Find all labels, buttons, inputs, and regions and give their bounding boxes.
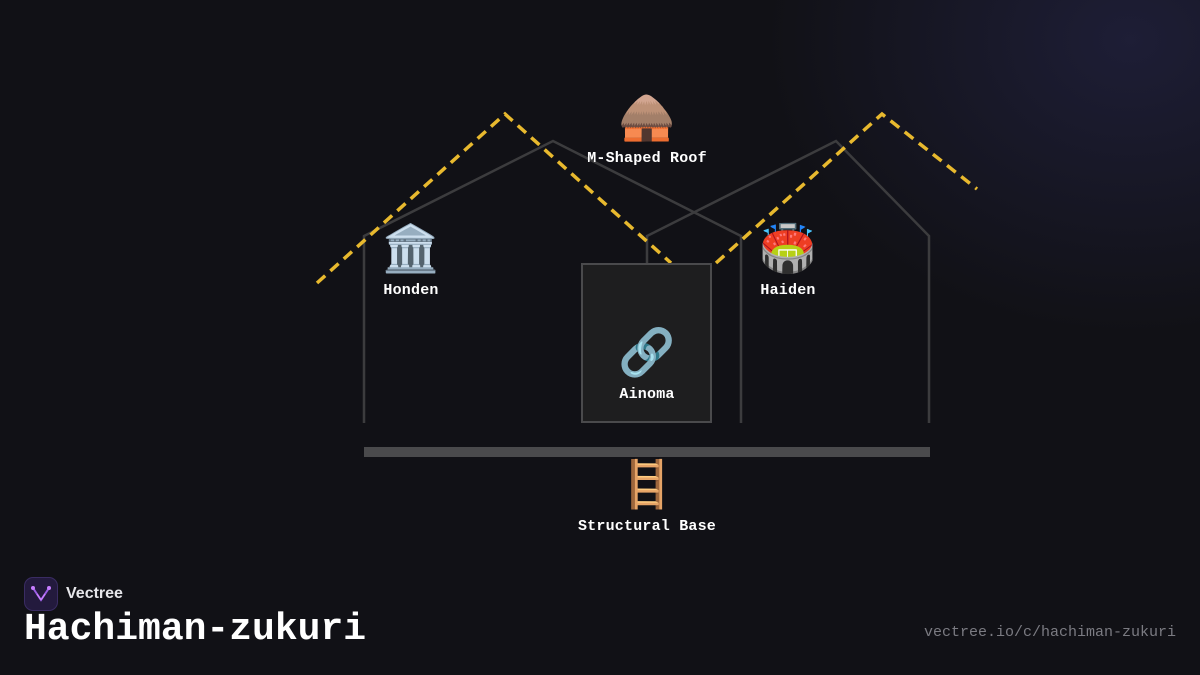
honden-outline — [362, 139, 743, 423]
link-icon: 🔗 — [618, 325, 676, 379]
honden-label: Honden — [383, 282, 439, 299]
m-roof-line-right — [714, 111, 979, 265]
base-slab — [364, 447, 930, 457]
haiden-node[interactable]: 🏟️ Haiden — [688, 222, 888, 299]
brand[interactable]: Vectree — [24, 577, 123, 611]
base-node[interactable]: 🪜 Structural Base — [547, 458, 747, 535]
honden-node[interactable]: 🏛️ Honden — [311, 222, 511, 299]
stadium-icon: 🏟️ — [759, 221, 817, 275]
classical-building-icon: 🏛️ — [382, 221, 440, 275]
source-url[interactable]: vectree.io/c/hachiman-zukuri — [923, 624, 1176, 641]
hut-icon: 🛖 — [618, 89, 676, 143]
roof-label: M-Shaped Roof — [587, 150, 707, 167]
brand-name: Vectree — [66, 585, 123, 602]
ainoma-node[interactable]: 🔗 Ainoma — [547, 326, 747, 403]
roof-node[interactable]: 🛖 M-Shaped Roof — [547, 90, 747, 167]
page-title: Hachiman-zukuri — [24, 608, 367, 651]
base-label: Structural Base — [577, 518, 717, 535]
vectree-logo-icon — [24, 577, 58, 611]
ladder-icon: 🪜 — [618, 457, 676, 511]
haiden-label: Haiden — [760, 282, 816, 299]
ainoma-box — [581, 263, 712, 423]
haiden-outline — [645, 139, 931, 423]
ainoma-label: Ainoma — [619, 386, 675, 403]
m-roof-line — [315, 111, 673, 285]
